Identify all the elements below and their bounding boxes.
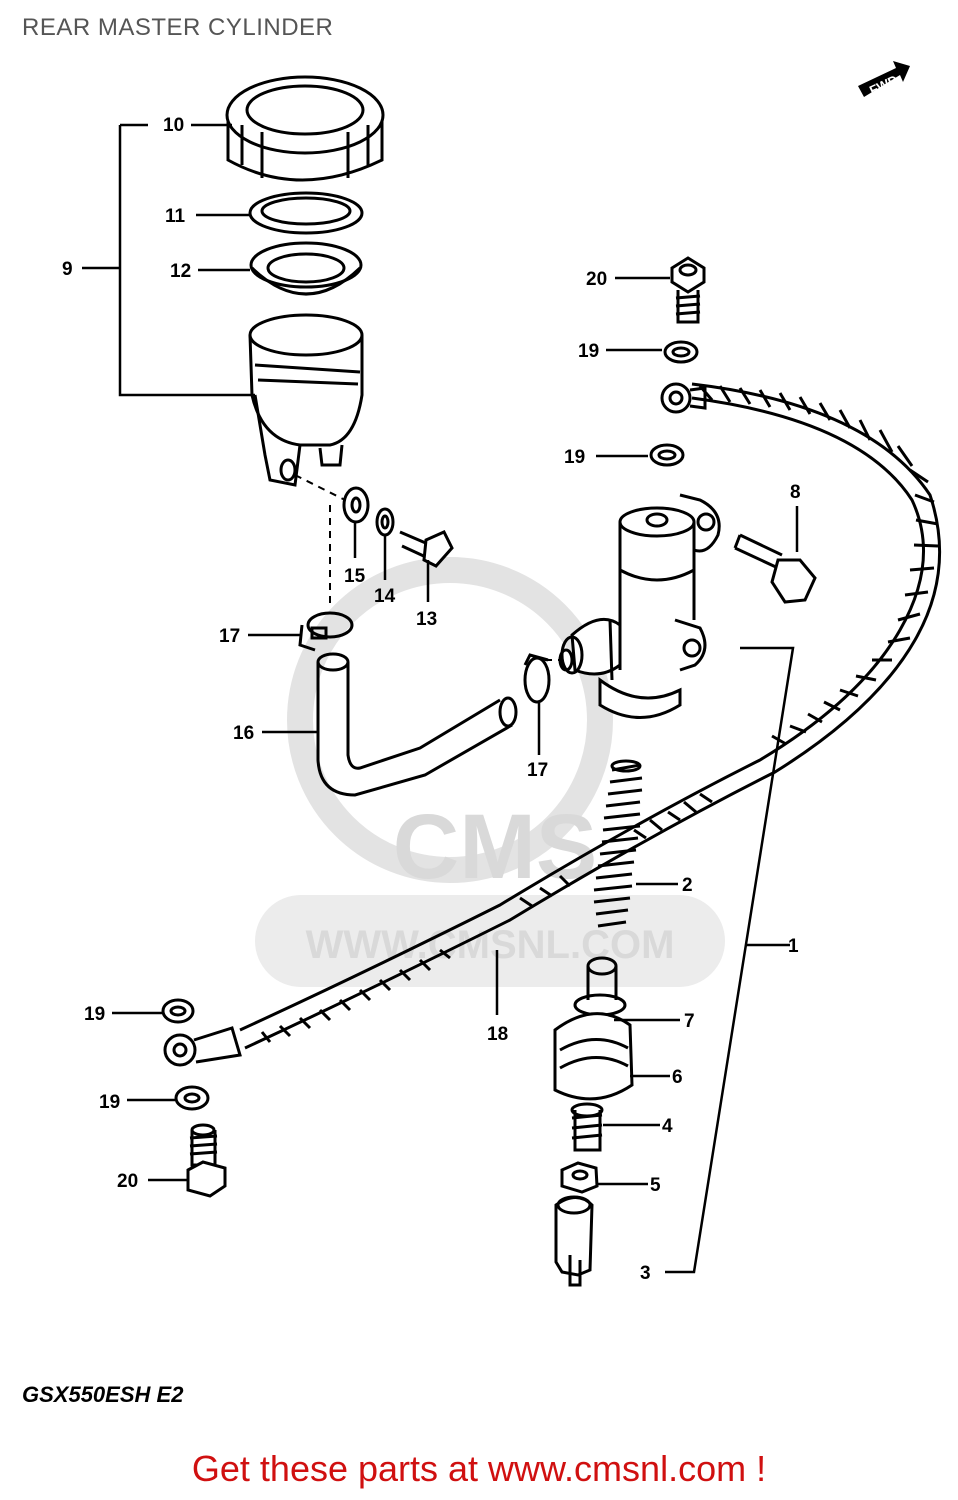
callout-19-b: 19 — [564, 447, 585, 468]
page-title: REAR MASTER CYLINDER — [22, 14, 334, 41]
hose-clamp-lower — [523, 653, 551, 704]
callout-16: 16 — [233, 723, 254, 744]
callout-7: 7 — [684, 1011, 695, 1032]
callout-20-b: 20 — [117, 1171, 138, 1192]
callout-8: 8 — [790, 482, 801, 503]
brake-hose — [163, 382, 942, 1067]
callout-10: 10 — [163, 115, 184, 136]
forward-label: FWD — [867, 72, 900, 98]
reservoir-cap — [225, 75, 385, 182]
callout-11: 11 — [165, 206, 186, 227]
washer-15 — [342, 486, 370, 524]
callout-19-c: 19 — [84, 1004, 105, 1025]
reservoir-hose — [316, 652, 518, 797]
callout-15: 15 — [344, 566, 366, 587]
diaphragm-plate — [248, 191, 364, 235]
forward-arrow-icon: FWD — [858, 61, 910, 98]
callout-labels: 1 2 3 4 5 6 7 8 9 10 11 12 13 14 15 16 1… — [62, 115, 801, 1284]
crush-washer-19b — [649, 443, 685, 467]
callout-14: 14 — [374, 586, 396, 607]
callout-19-a: 19 — [578, 341, 599, 362]
diaphragm — [249, 241, 363, 296]
callout-12: 12 — [170, 261, 191, 282]
pushrod-assembly — [553, 956, 634, 1287]
callout-1: 1 — [788, 936, 799, 957]
bolt-13 — [399, 530, 454, 568]
master-cylinder-body — [558, 493, 721, 719]
reservoir-tank — [248, 313, 364, 487]
callout-17-lower: 17 — [527, 760, 548, 781]
return-spring — [593, 759, 643, 928]
washer-14 — [375, 507, 395, 537]
callout-20-a: 20 — [586, 269, 607, 290]
callout-17-upper: 17 — [219, 626, 240, 647]
callout-19-d: 19 — [99, 1092, 120, 1113]
callout-9: 9 — [62, 259, 73, 280]
model-code: GSX550ESH E2 — [22, 1382, 184, 1407]
leader-lines — [82, 123, 799, 1274]
callout-2: 2 — [682, 875, 693, 896]
callout-5: 5 — [650, 1175, 661, 1196]
hose-clamp-upper — [298, 611, 354, 652]
mounting-bolt-8 — [733, 533, 817, 604]
callout-3: 3 — [640, 1263, 651, 1284]
crush-washer-19a — [663, 340, 699, 364]
crush-washer-19d — [174, 1085, 210, 1111]
callout-13: 13 — [416, 609, 437, 630]
union-bolt-20b — [186, 1123, 227, 1198]
crush-washer-19c — [161, 998, 195, 1024]
callout-18: 18 — [487, 1024, 508, 1045]
callout-4: 4 — [662, 1116, 673, 1137]
union-bolt-20a — [670, 256, 706, 324]
callout-6: 6 — [672, 1067, 683, 1088]
shop-link[interactable]: Get these parts at www.cmsnl.com ! — [191, 1448, 767, 1489]
